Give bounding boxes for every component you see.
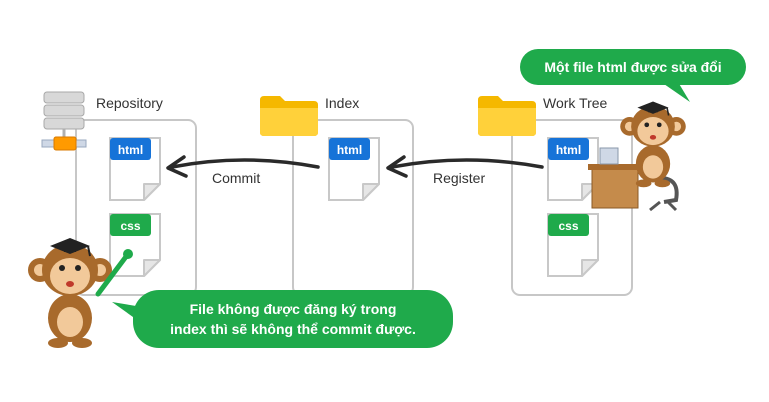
bottom-bubble-line1: File không được đăng ký trong <box>190 301 397 317</box>
working-monkey-icon <box>588 100 687 212</box>
server-icon <box>41 91 87 151</box>
bottom-bubble-line2: index thì sẽ không thể commit được. <box>170 321 416 337</box>
work-tree-html-file-icon: html <box>547 137 599 201</box>
register-arrow <box>386 155 544 178</box>
bottom-speech-bubble: File không được đăng ký trong index thì … <box>112 290 453 348</box>
register-label: Register <box>433 170 485 186</box>
commit-arrow <box>166 155 320 178</box>
svg-text:css: css <box>558 219 578 233</box>
pointing-monkey-icon <box>26 236 133 350</box>
svg-text:html: html <box>556 143 581 157</box>
svg-text:css: css <box>120 219 140 233</box>
work-tree-folder-icon <box>478 96 536 136</box>
repository-html-file-icon: html <box>109 137 161 201</box>
index-folder-icon <box>260 96 318 136</box>
index-html-file-icon: html <box>328 137 380 201</box>
work-tree-label: Work Tree <box>543 95 608 111</box>
top-bubble-text: Một file html được sửa đổi <box>544 59 721 75</box>
top-speech-bubble: Một file html được sửa đổi <box>520 49 746 102</box>
svg-text:html: html <box>337 143 362 157</box>
index-label: Index <box>325 95 359 111</box>
svg-text:html: html <box>118 143 143 157</box>
repository-label: Repository <box>96 95 163 111</box>
commit-label: Commit <box>212 170 260 186</box>
repository-css-file-icon: css <box>109 213 161 277</box>
repository-box <box>75 119 197 296</box>
work-tree-css-file-icon: css <box>547 213 599 277</box>
